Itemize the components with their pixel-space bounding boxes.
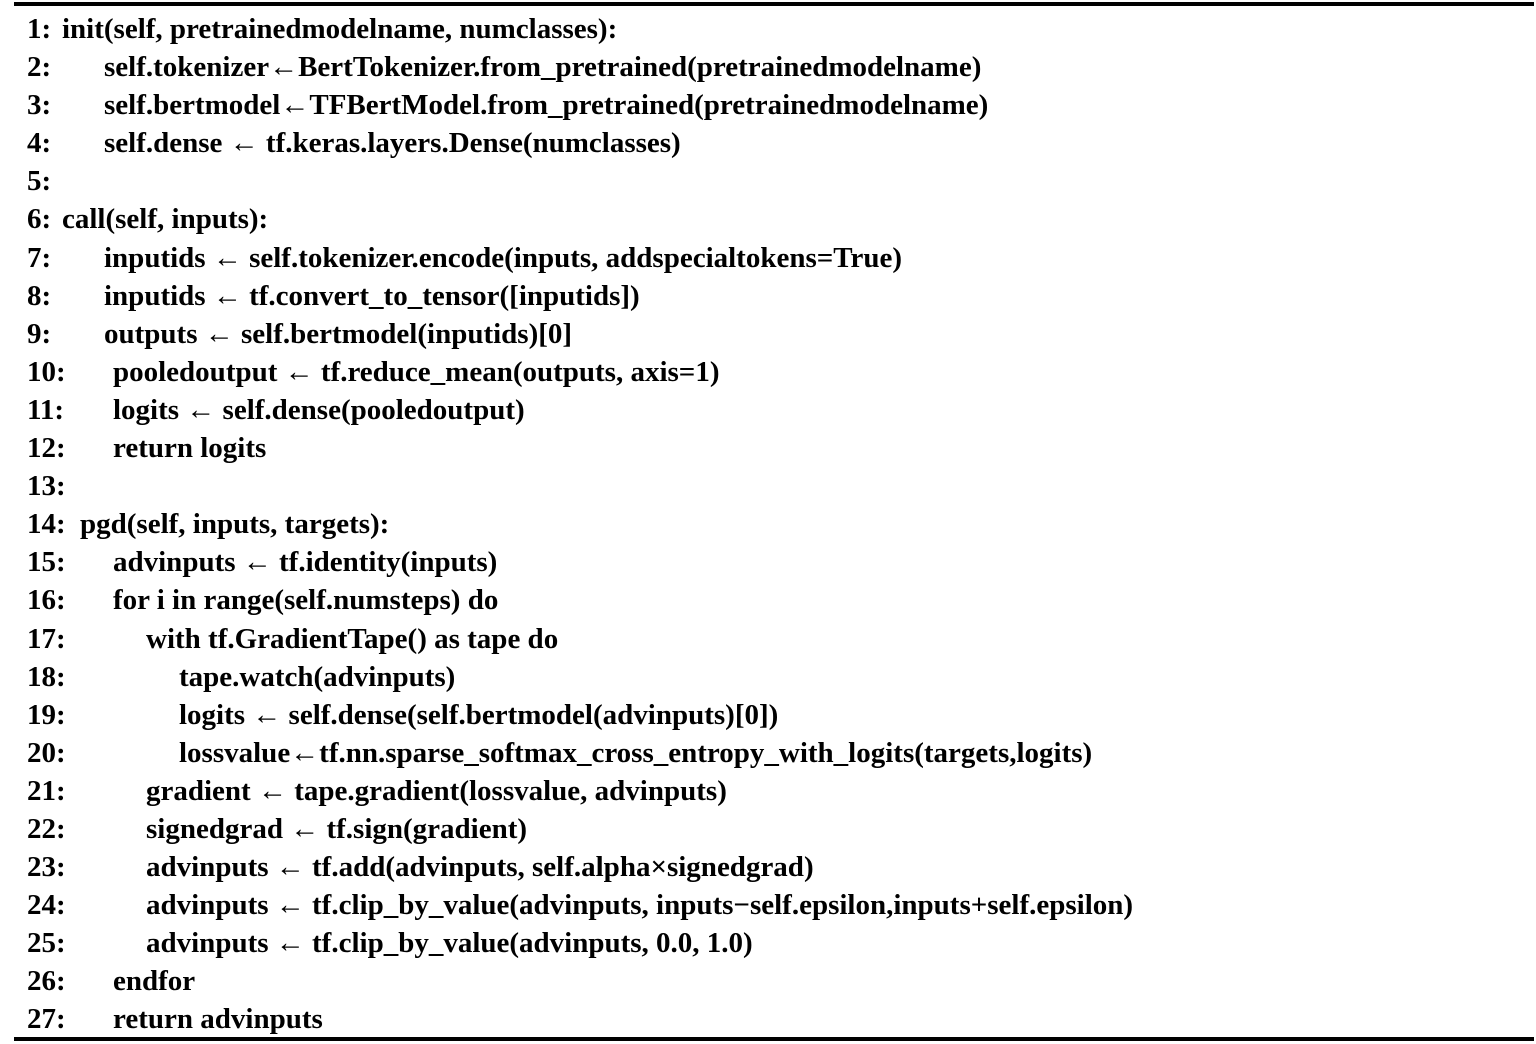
line-number: 4: [27, 127, 52, 160]
algorithm-line: 10: pooledoutput ← tf.reduce_mean(outputs… [0, 353, 1536, 391]
line-number: 23: [27, 851, 66, 884]
algorithm-line: 1: init(self, pretrainedmodelname, numcla… [0, 10, 1536, 48]
line-number: 15: [27, 546, 66, 579]
line-number: 11: [27, 393, 65, 426]
algorithm-line: 19: logits ← self.dense(self.bertmodel(ad… [0, 696, 1536, 734]
line-code: logits ← self.dense(pooledoutput) [113, 393, 525, 426]
line-number: 20: [27, 736, 66, 769]
algorithm-line: 5: [0, 162, 1536, 200]
algorithm-line: 2: self.tokenizer←BertTokenizer.from_pret… [0, 48, 1536, 86]
line-code: inputids ← tf.convert_to_tensor([inputid… [104, 279, 640, 312]
line-code: logits ← self.dense(self.bertmodel(advin… [179, 698, 779, 731]
line-number: 25: [27, 927, 66, 960]
line-number: 9: [27, 317, 52, 350]
line-code: advinputs ← tf.identity(inputs) [113, 546, 498, 579]
algorithm-line: 12: return logits [0, 429, 1536, 467]
line-number: 5: [27, 165, 52, 198]
bottom-rule [14, 1037, 1534, 1041]
line-code: lossvalue←tf.nn.sparse_softmax_cross_ent… [179, 736, 1093, 769]
algorithm-line: 22: signedgrad ← tf.sign(gradient) [0, 810, 1536, 848]
line-code: outputs ← self.bertmodel(inputids)[0] [104, 317, 573, 350]
line-number: 7: [27, 241, 52, 274]
line-number: 14: [27, 508, 66, 541]
line-number: 12: [27, 432, 66, 465]
line-code: tape.watch(advinputs) [179, 660, 456, 693]
line-number: 1: [27, 13, 52, 45]
line-number: 22: [27, 812, 66, 845]
line-code: inputids ← self.tokenizer.encode(inputs,… [104, 241, 902, 274]
algorithm-line: 24: advinputs ← tf.clip_by_value(advinput… [0, 886, 1536, 924]
algorithm-lines: 1: init(self, pretrainedmodelname, numcla… [0, 10, 1536, 1039]
top-rule [14, 2, 1534, 6]
algorithm-line: 20: lossvalue←tf.nn.sparse_softmax_cross_… [0, 734, 1536, 772]
line-code: self.tokenizer←BertTokenizer.from_pretra… [104, 51, 982, 84]
line-code: signedgrad ← tf.sign(gradient) [146, 812, 528, 845]
line-code: self.bertmodel←TFBertModel.from_pretrain… [104, 89, 989, 122]
line-code: return logits [113, 432, 267, 465]
algorithm-line: 6: call(self, inputs): [0, 200, 1536, 238]
line-code: advinputs ← tf.add(advinputs, self.alpha… [146, 851, 814, 884]
line-number: 18: [27, 660, 66, 693]
algorithm-line: 23: advinputs ← tf.add(advinputs, self.al… [0, 848, 1536, 886]
line-number: 8: [27, 279, 52, 312]
line-number: 2: [27, 51, 52, 84]
algorithm-line: 3: self.bertmodel←TFBertModel.from_pretra… [0, 86, 1536, 124]
line-number: 17: [27, 622, 66, 655]
line-number: 27: [27, 1003, 66, 1036]
line-code: call(self, inputs): [62, 203, 269, 236]
line-code: pooledoutput ← tf.reduce_mean(outputs, a… [113, 355, 720, 388]
algorithm-line: 26: endfor [0, 962, 1536, 1000]
algorithm-line: 14: pgd(self, inputs, targets): [0, 505, 1536, 543]
algorithm-line: 8: inputids ← tf.convert_to_tensor([input… [0, 277, 1536, 315]
line-code: with tf.GradientTape() as tape do [146, 622, 559, 655]
line-number: 24: [27, 889, 66, 922]
line-code: pgd(self, inputs, targets): [80, 508, 390, 541]
line-number: 21: [27, 774, 66, 807]
line-number: 16: [27, 584, 66, 617]
algorithm-line: 27: return advinputs [0, 1000, 1536, 1038]
algorithm-line: 16: for i in range(self.numsteps) do [0, 581, 1536, 619]
line-code: for i in range(self.numsteps) do [113, 584, 499, 617]
line-code: endfor [113, 965, 196, 998]
line-number: 26: [27, 965, 66, 998]
line-code: advinputs ← tf.clip_by_value(advinputs, … [146, 889, 1134, 922]
algorithm-line: 15: advinputs ← tf.identity(inputs) [0, 543, 1536, 581]
line-number: 13: [27, 470, 66, 503]
algorithm-line: 7: inputids ← self.tokenizer.encode(input… [0, 239, 1536, 277]
line-code: return advinputs [113, 1003, 323, 1036]
algorithm-line: 18: tape.watch(advinputs) [0, 658, 1536, 696]
line-code: advinputs ← tf.clip_by_value(advinputs, … [146, 927, 753, 960]
line-code: gradient ← tape.gradient(lossvalue, advi… [146, 774, 727, 807]
line-code: self.dense ← tf.keras.layers.Dense(numcl… [104, 127, 681, 160]
algorithm-line: 4: self.dense ← tf.keras.layers.Dense(num… [0, 124, 1536, 162]
line-number: 6: [27, 203, 52, 236]
algorithm-line: 13: [0, 467, 1536, 505]
line-code: init(self, pretrainedmodelname, numclass… [62, 13, 618, 45]
line-number: 3: [27, 89, 52, 122]
algorithm-line: 25: advinputs ← tf.clip_by_value(advinput… [0, 924, 1536, 962]
algorithm-line: 9: outputs ← self.bertmodel(inputids)[0] [0, 315, 1536, 353]
algorithm-line: 21: gradient ← tape.gradient(lossvalue, a… [0, 772, 1536, 810]
algorithm-line: 17: with tf.GradientTape() as tape do [0, 620, 1536, 658]
line-number: 19: [27, 698, 66, 731]
line-number: 10: [27, 355, 66, 388]
algorithm-line: 11: logits ← self.dense(pooledoutput) [0, 391, 1536, 429]
